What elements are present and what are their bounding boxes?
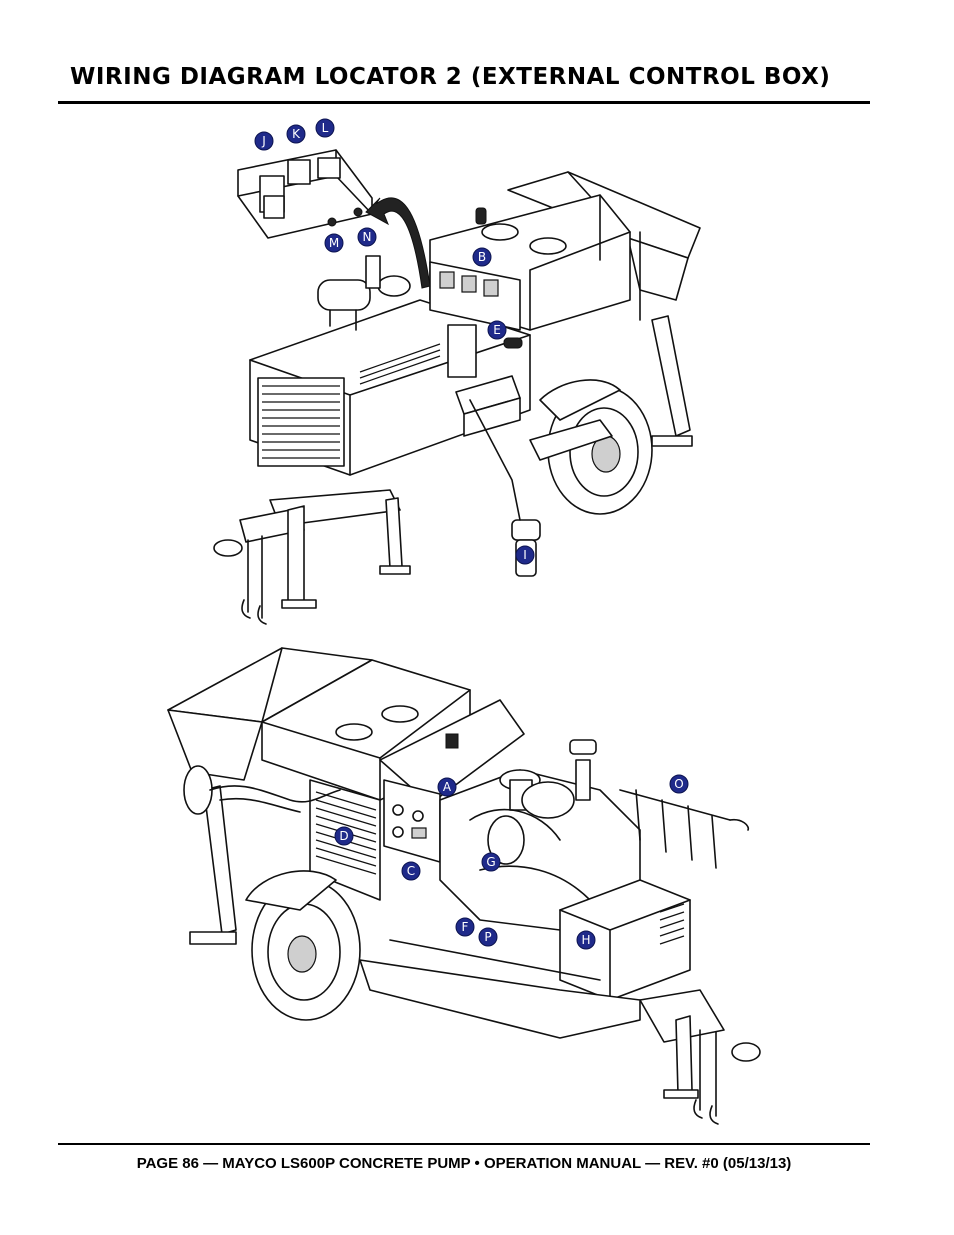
- svg-text:B: B: [478, 250, 486, 264]
- callout-K: K: [286, 124, 306, 144]
- svg-text:K: K: [292, 127, 301, 141]
- callout-D: D: [334, 826, 354, 846]
- callout-L: L: [315, 118, 335, 138]
- callout-B: B: [472, 247, 492, 267]
- svg-text:A: A: [443, 780, 452, 794]
- svg-text:I: I: [523, 548, 527, 562]
- callout-N: N: [357, 227, 377, 247]
- page-title: WIRING DIAGRAM LOCATOR 2 (EXTERNAL CONTR…: [70, 64, 831, 90]
- svg-text:N: N: [363, 230, 372, 244]
- svg-text:G: G: [486, 855, 495, 869]
- svg-text:J: J: [261, 134, 266, 148]
- svg-text:H: H: [581, 933, 590, 947]
- callout-C: C: [401, 861, 421, 881]
- top-view-concrete-pump: [213, 149, 701, 625]
- callout-P: P: [478, 927, 498, 947]
- callout-O: O: [669, 774, 689, 794]
- callout-H: H: [576, 930, 596, 950]
- callout-I: I: [515, 545, 535, 565]
- svg-text:L: L: [322, 121, 329, 135]
- svg-text:E: E: [493, 323, 501, 337]
- callout-M: M: [324, 233, 344, 253]
- callout-E: E: [487, 320, 507, 340]
- svg-text:O: O: [674, 777, 683, 791]
- callout-F: F: [455, 917, 475, 937]
- callout-A: A: [437, 777, 457, 797]
- svg-text:M: M: [329, 236, 339, 250]
- title-divider: [58, 101, 870, 104]
- footer-divider: [58, 1143, 870, 1145]
- callout-G: G: [481, 852, 501, 872]
- svg-text:D: D: [339, 829, 348, 843]
- svg-text:F: F: [462, 920, 469, 934]
- bottom-view-concrete-pump: [167, 647, 761, 1125]
- svg-text:P: P: [484, 930, 491, 944]
- callout-J: J: [254, 131, 274, 151]
- page-footer: PAGE 86 — MAYCO LS600P CONCRETE PUMP • O…: [136, 1155, 792, 1172]
- svg-text:C: C: [407, 864, 415, 878]
